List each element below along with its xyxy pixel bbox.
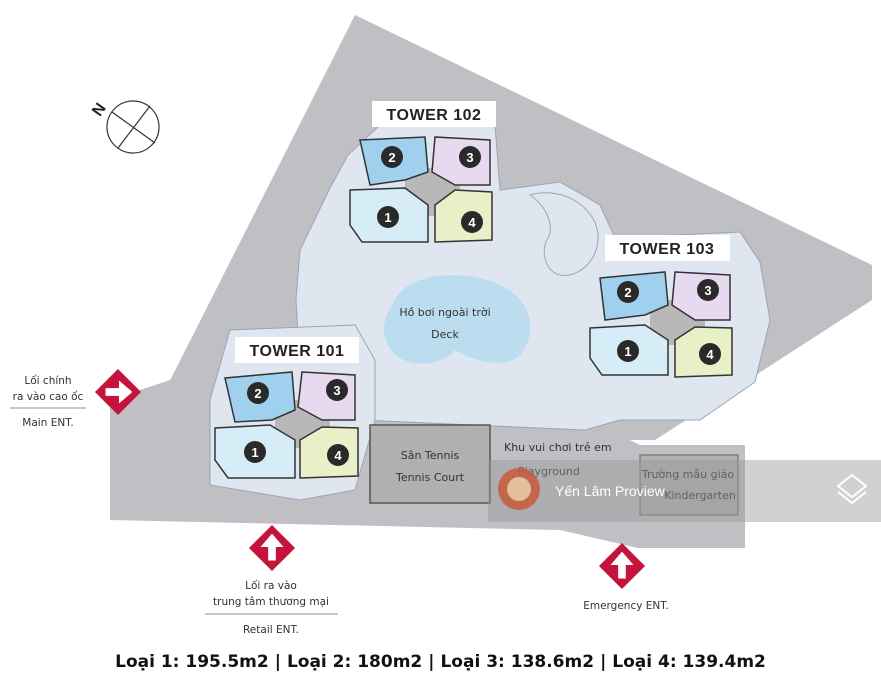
watermark-band [488,460,881,522]
tower-102-unit-4-marker [461,211,483,233]
kindergarten-label-en: Kindergarten [664,489,736,502]
tower-101-label: TOWER 101 [250,343,345,360]
compass-line-b [117,105,151,149]
tower-103-label: TOWER 103 [620,241,715,258]
tower-102-unit-2-number: 2 [388,150,395,165]
retail-entrance-label-en: Retail ENT. [243,624,299,636]
watermark-text: Yến Lâm Proview [555,483,666,499]
tower-103-unit-4-number: 4 [706,347,714,362]
tower-101-unit-2-number: 2 [254,386,261,401]
tower-102-label-bg [372,101,496,127]
watermark-layers-icon [836,473,868,505]
tower-102-unit-4-number: 4 [468,215,476,230]
compass-circle [106,100,160,154]
pool-label: Hồ bơi ngoài trời [399,306,490,319]
tower-102-label: TOWER 102 [387,107,482,124]
playground-curve [528,192,599,276]
compass-north: N [89,100,110,120]
kindergarten [639,454,739,516]
tower-101: 2 3 1 4 TOWER 101 [214,337,359,479]
watermark-logo-inner-icon [507,477,531,501]
legend-type-4: Loại 4: 139.4m2 [612,652,766,672]
playground-label: Khu vui chơi trẻ em [504,441,612,454]
tower-101-unit-4-number: 4 [334,448,342,463]
tower-101-unit-3-marker [326,379,348,401]
tower-102-unit-3-number: 3 [466,150,473,165]
tower-103: 2 3 1 4 TOWER 103 [589,235,733,378]
retail-entrance-label-2: trung tâm thương mại [213,596,329,608]
tower-102-unit-1-number: 1 [384,210,391,225]
main-entrance-label: Lối chính [24,375,71,387]
tower-103-unit-2-marker [617,281,639,303]
tower-103-unit-1-marker [617,340,639,362]
tower-103-label-bg [605,235,730,261]
pool [384,275,531,364]
tower-101-unit-1-number: 1 [251,445,258,460]
tennis-label-en: Tennis Court [395,471,465,484]
tower-101-unit-1-marker [244,441,266,463]
main-entrance-label-2: ra vào cao ốc [13,391,84,403]
tower-101-unit-3-number: 3 [333,383,340,398]
tower-102-unit-1-marker [377,206,399,228]
retail-entrance-label: Lối ra vào [245,580,297,592]
retail-entrance-arrow-icon[interactable] [248,524,296,572]
tower-103-unit-3-number: 3 [704,283,711,298]
tower-102-unit-2-marker [381,146,403,168]
tower-103-unit-4-marker [699,343,721,365]
tower-103-unit-2-number: 2 [624,285,631,300]
tower-101-unit-2-marker [247,382,269,404]
watermark: Yến Lâm Proview [488,460,881,522]
tower-103-unit-1-number: 1 [624,344,631,359]
unit-size-legend: Loại 1: 195.5m2|Loại 2: 180m2|Loại 3: 13… [115,652,766,672]
tower-103-unit-3-marker [697,279,719,301]
kindergarten-label: Trường mẫu giáo [641,468,734,481]
tower-101-label-bg [235,337,359,363]
emergency-entrance-label-en: Emergency ENT. [583,600,669,612]
legend-type-3: Loại 3: 138.6m2 [440,652,595,672]
compass: N [89,100,160,154]
tower-102: 2 3 1 4 TOWER 102 [349,101,496,243]
tower-102-unit-3-marker [459,146,481,168]
main-entrance-label-en: Main ENT. [22,417,73,429]
legend-type-2: Loại 2: 180m2 [286,652,423,672]
emergency-entrance-arrow-icon[interactable] [598,542,646,590]
legend-type-1: Loại 1: 195.5m2 [115,652,269,672]
tennis-court [369,424,491,504]
pool-label-en: Deck [431,328,459,341]
tennis-label: Sân Tennis [401,449,460,462]
tower-101-unit-4-marker [327,444,349,466]
